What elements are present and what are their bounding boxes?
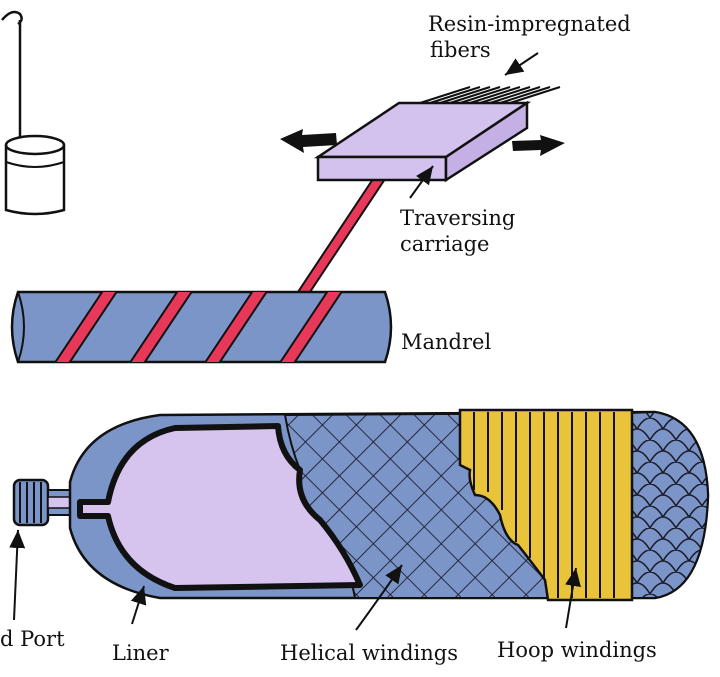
mandrel [10,290,393,364]
dome-windings [629,410,710,599]
fiber-band [288,172,391,305]
label-fibers: fibers [430,38,491,62]
label-traversing: Traversing [400,206,515,230]
label-resin-impregnated: Resin-impregnated [428,12,631,36]
traversing-carriage [313,100,532,183]
label-carriage: carriage [400,232,489,256]
traverse-arrows [280,129,565,156]
label-port: d Port [0,627,65,651]
leader-arrows [9,52,581,631]
label-hoop-windings: Hoop windings [497,638,657,662]
helical-fiber-stripes [50,292,347,362]
hoop-windings-region [458,408,634,602]
port-fitting [12,478,79,527]
label-helical-windings: Helical windings [280,641,458,665]
pressure-vessel [12,408,710,602]
resin-bath [1,10,66,216]
label-liner: Liner [112,641,170,665]
liner [77,423,363,591]
resin-fibers [419,86,561,104]
label-mandrel: Mandrel [401,330,491,354]
